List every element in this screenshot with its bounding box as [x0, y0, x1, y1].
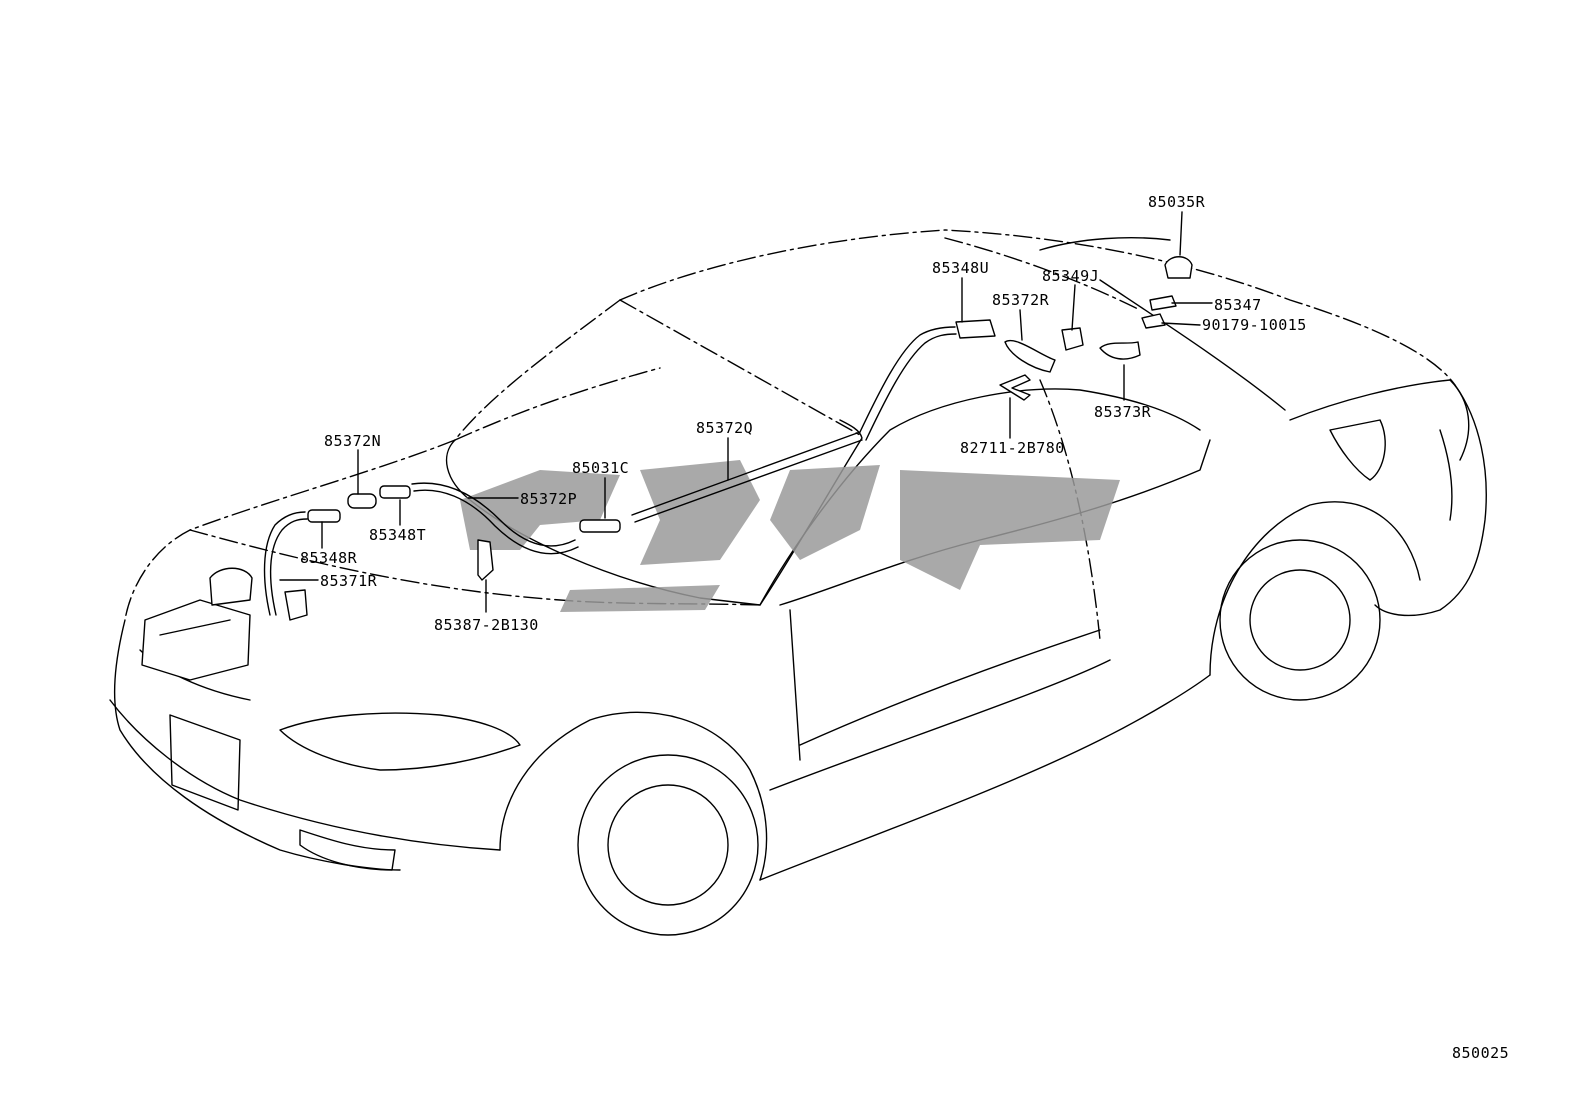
callout-85372r: 85372R [992, 291, 1050, 309]
washer-hoses [141, 256, 1193, 681]
callout-85372p: 85372P [520, 490, 577, 508]
callout-85347: 85347 [1214, 296, 1262, 314]
callout-labels: 85035R 85348U 85349J 85372R 85347 90179-… [300, 193, 1509, 1062]
callout-85031c: 85031C [572, 459, 629, 477]
callout-85373r: 85373R [1094, 403, 1152, 421]
callout-85372n: 85372N [324, 432, 381, 450]
callout-85348t: 85348T [369, 526, 426, 544]
leader-lines [279, 211, 1213, 613]
callout-85371r: 85371R [320, 572, 378, 590]
callout-85035r: 85035R [1148, 193, 1206, 211]
watermark-logo [460, 460, 1120, 612]
callout-85387-2b130: 85387-2B130 [434, 616, 539, 634]
callout-90179-10015: 90179-10015 [1202, 316, 1307, 334]
callout-85348u: 85348U [932, 259, 989, 277]
callout-82711-2b780: 82711-2B780 [960, 439, 1065, 457]
callout-85372q: 85372Q [696, 419, 753, 437]
callout-85348r: 85348R [300, 549, 358, 567]
callout-85349j: 85349J [1042, 267, 1099, 285]
figure-number: 850025 [1452, 1044, 1509, 1062]
car-body-outline [109, 229, 1487, 936]
